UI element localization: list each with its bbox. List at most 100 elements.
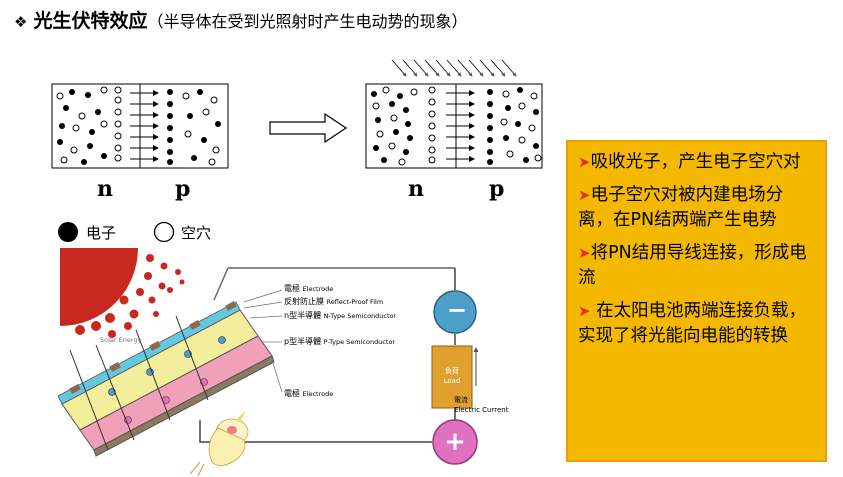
- hole-dot: [528, 124, 536, 132]
- minus-terminal-icon: [433, 290, 477, 334]
- hole-dot: [372, 102, 380, 110]
- solar-particle: [153, 311, 159, 317]
- solar-cell-illustration: [57, 248, 479, 477]
- hole-dot: [114, 132, 122, 140]
- hole-dot: [398, 158, 406, 166]
- arrow-bullet-icon: ➤: [578, 153, 591, 171]
- electron-dot: [487, 149, 493, 155]
- light-ray-arrow: [490, 59, 506, 77]
- electron-dot: [403, 149, 409, 155]
- hole-dot: [114, 154, 122, 162]
- electron-dot: [503, 135, 509, 141]
- electron-dot: [381, 157, 387, 163]
- arrow-bullet-icon: ➤: [578, 302, 591, 320]
- electron-dot: [167, 137, 173, 143]
- electron-dot: [397, 93, 403, 99]
- hole-dot: [212, 146, 220, 154]
- arrow-bullet-icon: ➤: [578, 244, 591, 262]
- solar-particle: [160, 262, 168, 270]
- light-ray-arrow: [479, 59, 495, 77]
- solar-particle: [108, 330, 116, 338]
- hole-dot: [184, 130, 192, 138]
- hole-dot: [182, 92, 190, 100]
- solar-particle: [158, 282, 166, 290]
- electron-dot: [59, 123, 65, 129]
- bird-icon: [189, 410, 249, 477]
- hole-dot: [428, 134, 436, 142]
- electrode-top-label: 電極 Electrode: [284, 284, 334, 293]
- electron-dot: [57, 139, 63, 145]
- solar-particle: [124, 322, 132, 330]
- electron-dot: [69, 89, 75, 95]
- hole-dot: [56, 92, 64, 100]
- bottom-electrode-layer: [93, 355, 275, 457]
- hole-dot: [114, 120, 122, 128]
- electron-dot: [487, 113, 493, 119]
- electron-dot: [517, 87, 523, 93]
- electrode-bottom-label: 電極 Electrode: [284, 389, 334, 398]
- p-type-label: p型半導體 P-Type Semiconductor: [284, 337, 396, 346]
- hole-dot: [518, 136, 526, 144]
- minus-sign: −: [447, 296, 468, 324]
- solar-particle: [136, 288, 144, 296]
- electron-dot: [101, 153, 107, 159]
- hole-dot: [376, 130, 384, 138]
- title-main: 光生伏特效应: [33, 10, 148, 32]
- electron-dot: [215, 121, 221, 127]
- solar-particle: [144, 272, 152, 280]
- hole-dot: [428, 156, 436, 164]
- plus-terminal-icon: [432, 419, 478, 465]
- electron-dot: [393, 129, 399, 135]
- hole-dot: [114, 144, 122, 152]
- slide-title: ❖ 光生伏特效应（半导体在受到光照射时产生电动势的现象）: [14, 6, 467, 33]
- solar-particle: [146, 254, 154, 262]
- electron-dot: [201, 137, 207, 143]
- hole-dot: [428, 122, 436, 130]
- electron-dot: [373, 145, 379, 151]
- solar-energy-label: Solar Energy: [100, 336, 142, 344]
- explanation-item: ➤ 在太阳电池两端连接负载，实现了将光能向电能的转换: [578, 301, 807, 346]
- light-ray-arrow: [424, 59, 440, 77]
- light-ray-arrow: [413, 59, 429, 77]
- light-ray-arrow: [468, 59, 484, 77]
- electron-dot: [515, 121, 521, 127]
- hole-dot: [382, 86, 390, 94]
- hole-dot: [500, 118, 508, 126]
- electron-legend-icon: [58, 222, 78, 242]
- reflect-film-label: 反射防止膜 Reflect-Proof Film: [284, 297, 384, 306]
- explanation-item: ➤电子空穴对被内建电场分离，在PN结两端产生电势: [578, 185, 784, 230]
- electron-legend-label: 电子: [86, 224, 117, 242]
- incident-light-arrows: [391, 59, 517, 77]
- electron-dot: [167, 125, 173, 131]
- hole-dot: [390, 114, 398, 122]
- electron-dot: [87, 143, 93, 149]
- electron-dot: [375, 117, 381, 123]
- electron-dot: [389, 101, 395, 107]
- hole-dot: [208, 158, 216, 166]
- title-subtitle: （半导体在受到光照射时产生电动势的现象）: [147, 12, 468, 31]
- field-arrows-left: [130, 90, 159, 162]
- electron-dot: [533, 143, 539, 149]
- hole-dot: [534, 154, 542, 162]
- solar-energy-particles: [75, 254, 185, 338]
- n-label-right: n: [408, 176, 424, 202]
- hole-dot: [428, 98, 436, 106]
- electron-dot: [81, 159, 87, 165]
- electron-dot: [89, 129, 95, 135]
- electron-dot: [487, 101, 493, 107]
- n-label-left: n: [97, 176, 113, 202]
- electron-dot: [523, 157, 529, 163]
- diamond-bullet-icon: ❖: [14, 13, 28, 31]
- sun-icon: [60, 248, 138, 326]
- solar-particle: [167, 287, 173, 293]
- electron-dot: [85, 92, 91, 98]
- explanation-item: ➤吸收光子，产生电子空穴对: [578, 152, 801, 172]
- electron-dot: [371, 91, 377, 97]
- load-box: [431, 345, 473, 409]
- solar-particle: [175, 269, 181, 275]
- electron-dot: [403, 107, 409, 113]
- electron-dot: [487, 159, 493, 165]
- electron-dot: [407, 135, 413, 141]
- electron-dot: [533, 109, 539, 115]
